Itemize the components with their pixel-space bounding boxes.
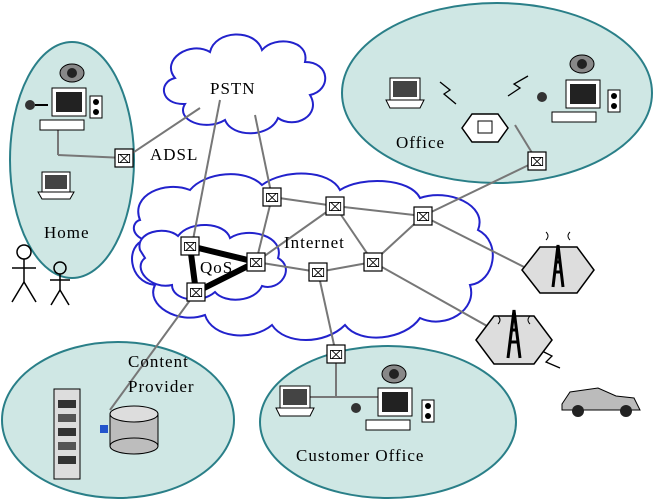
person-icon	[11, 244, 70, 306]
server-rack-icon	[53, 388, 81, 480]
customer-desktop-icon	[351, 364, 435, 431]
svg-text:⌧: ⌧	[249, 256, 263, 270]
switch-node-qos-right: ⌧	[246, 252, 266, 272]
home-label: Home	[44, 223, 90, 242]
switch-node-internet-east: ⌧	[363, 252, 383, 272]
qos-path	[187, 243, 265, 297]
customer-laptop-icon	[275, 385, 315, 417]
switch-node-adsl: ⌧	[114, 148, 134, 168]
office-label: Office	[396, 133, 445, 152]
office-wireless-access-point-icon	[461, 113, 509, 143]
cell-tower-icon	[521, 231, 595, 294]
home-webcam-icon	[59, 63, 85, 83]
switch-nodes: ⌧ ⌧ ⌧ ⌧ ⌧ ⌧ ⌧ ⌧ ⌧ ⌧ ⌧	[114, 148, 547, 364]
svg-text:⌧: ⌧	[183, 240, 197, 254]
switch-node-pstn-internet: ⌧	[262, 187, 282, 207]
switch-node-internet-center: ⌧	[308, 262, 328, 282]
svg-text:⌧: ⌧	[329, 348, 343, 362]
pstn-label: PSTN	[210, 79, 256, 98]
svg-text:⌧: ⌧	[117, 152, 131, 166]
office-desktop-icon	[537, 54, 621, 123]
home-desktop-icon	[39, 87, 103, 131]
switch-node-internet-right: ⌧	[413, 206, 433, 226]
svg-text:⌧: ⌧	[189, 286, 203, 300]
adsl-label: ADSL	[150, 145, 198, 164]
home-microphone-icon	[25, 100, 48, 110]
qos-label: QoS	[200, 258, 233, 277]
switch-node-customer: ⌧	[326, 344, 346, 364]
content-provider-label-line2: Provider	[128, 377, 195, 396]
switch-node-internet-top: ⌧	[325, 196, 345, 216]
home-region	[9, 41, 135, 279]
wireless-signal-icon	[439, 75, 561, 369]
internet-label: Internet	[284, 233, 345, 252]
svg-text:⌧: ⌧	[366, 256, 380, 270]
car-icon	[561, 387, 641, 417]
content-provider-label-line1: Content	[128, 352, 189, 371]
cell-tower-icon-2	[475, 309, 553, 365]
home-laptop-icon	[37, 171, 75, 200]
switch-node-office: ⌧	[527, 151, 547, 171]
svg-text:⌧: ⌧	[265, 191, 279, 205]
database-cylinder-icon	[100, 405, 159, 455]
svg-text:⌧: ⌧	[416, 210, 430, 224]
switch-node-qos-bottom: ⌧	[186, 282, 206, 302]
office-region	[341, 2, 653, 184]
switch-node-qos-top: ⌧	[180, 236, 200, 256]
svg-text:⌧: ⌧	[328, 200, 342, 214]
svg-text:⌧: ⌧	[311, 266, 325, 280]
customer-office-label: Customer Office	[296, 446, 424, 465]
office-laptop-icon	[385, 77, 425, 109]
internet-cloud	[131, 172, 494, 341]
svg-text:⌧: ⌧	[530, 155, 544, 169]
